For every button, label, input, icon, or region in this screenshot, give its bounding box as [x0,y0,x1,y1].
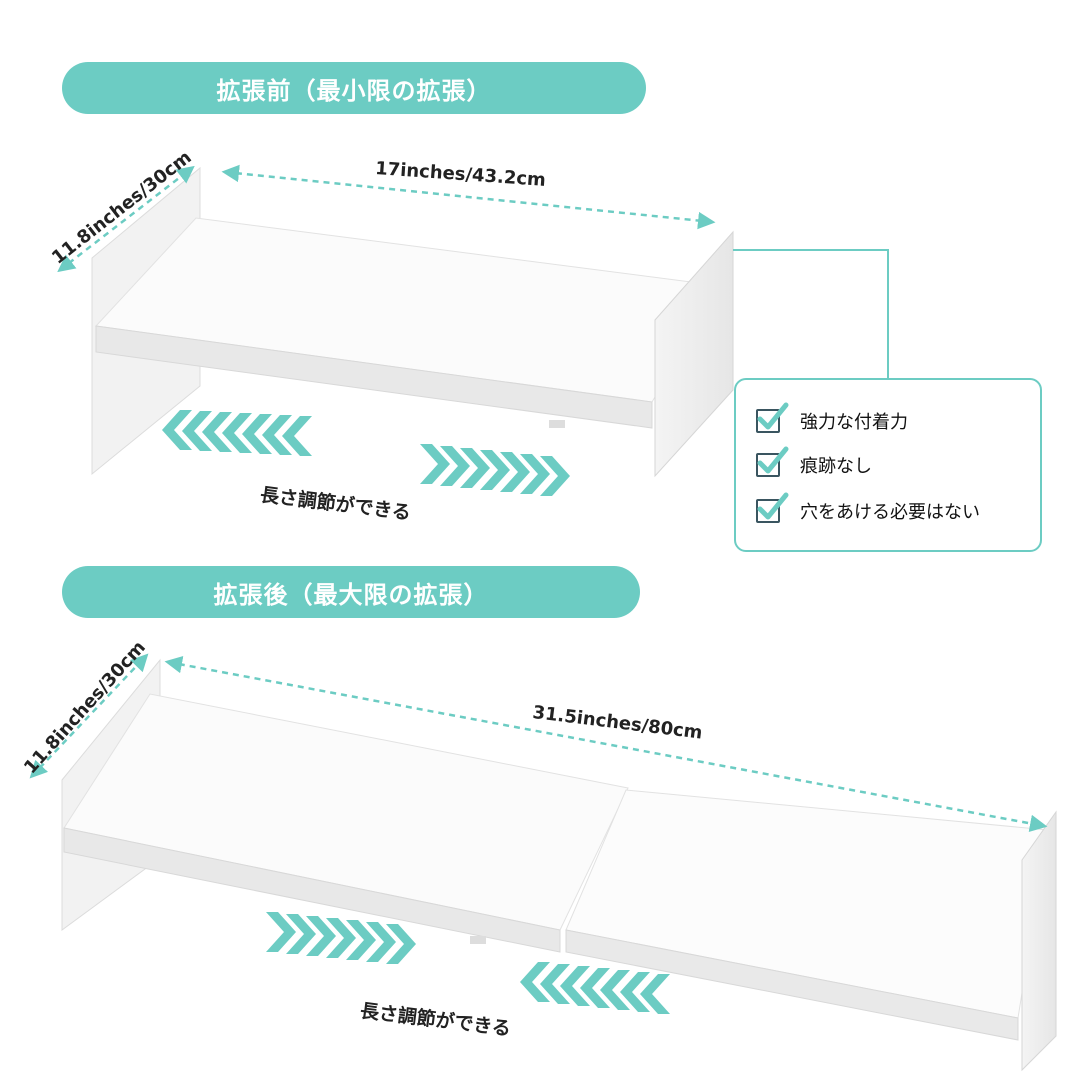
feature-label: 強力な付着力 [800,412,908,433]
chevrons-left-before [162,410,312,456]
feature-item: 穴をあける必要はない [756,492,980,524]
title-before-text: 拡張前（最小限の拡張） [216,76,492,105]
feature-item: 痕跡なし [756,446,872,478]
feature-item: 強力な付着力 [756,402,908,434]
feature-box: 強力な付着力 痕跡なし 穴をあける必要はない [734,378,1042,552]
depth-arrow-after [29,653,149,779]
feature-label: 穴をあける必要はない [800,502,980,523]
depth-arrow-before [57,165,195,273]
feature-label: 痕跡なし [800,456,872,477]
width-arrow-before [221,164,716,230]
width-arrow-after [164,655,1048,833]
title-before: 拡張前（最小限の拡張） [62,62,646,114]
check-icon [756,492,789,523]
title-after: 拡張後（最大限の拡張） [62,566,640,618]
title-after-text: 拡張後（最大限の拡張） [213,580,489,609]
check-icon [756,402,789,433]
feature-connector [733,249,889,378]
check-icon [756,446,789,477]
chevrons-left-after [520,962,670,1014]
chevrons-right-after [266,912,416,964]
chevrons-right-before [420,444,570,496]
